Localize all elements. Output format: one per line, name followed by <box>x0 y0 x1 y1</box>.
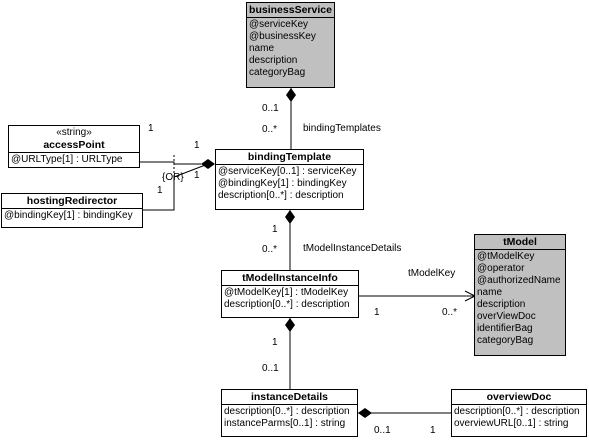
multiplicity-label: 1 <box>194 170 200 181</box>
attribute: description[0..*] : description <box>224 406 350 417</box>
attribute: name <box>249 43 275 54</box>
attribute: description <box>249 55 298 66</box>
multiplicity-label: 1 <box>157 185 163 196</box>
class-attributes: @tModelKey @operator @authorizedName nam… <box>475 250 565 348</box>
multiplicity-label: 0..* <box>262 244 278 255</box>
multiplicity-label: 1 <box>272 337 278 348</box>
class-name: hostingRedirector <box>26 195 118 207</box>
attribute: overViewDoc <box>477 311 536 322</box>
class-attributes: description[0..*] : description instance… <box>222 405 357 431</box>
class-business-service[interactable]: businessService @serviceKey @businessKey… <box>246 2 335 88</box>
attribute: @bindingKey[1] : bindingKey <box>4 210 133 221</box>
attribute: description <box>477 299 526 310</box>
multiplicity-label: 1 <box>430 425 436 436</box>
attribute: description[0..*] : description <box>218 190 344 201</box>
class-header: tModel <box>475 235 565 250</box>
class-stereotype: «string» <box>56 127 92 138</box>
class-access-point[interactable]: «string» accessPoint @URLType[1] : URLTy… <box>8 125 140 168</box>
class-binding-template[interactable]: bindingTemplate @serviceKey[0..1] : serv… <box>215 149 364 210</box>
class-name: tModel <box>503 236 537 248</box>
multiplicity-label: 1 <box>148 123 154 134</box>
class-header: businessService <box>247 3 334 18</box>
multiplicity-label: 0..* <box>262 124 278 135</box>
attribute: name <box>477 287 503 298</box>
attribute: categoryBag <box>249 67 306 78</box>
class-overview-doc[interactable]: overviewDoc description[0..*] : descript… <box>451 389 587 437</box>
attribute: @operator <box>477 263 525 274</box>
attribute: @tModelKey[1] : tModelKey <box>224 287 349 298</box>
bs-composition-diamond <box>286 88 296 102</box>
class-name: overviewDoc <box>486 391 552 403</box>
class-attributes: @tModelKey[1] : tModelKey description[0.… <box>222 286 358 312</box>
bt-composition-diamond-bottom <box>285 210 295 224</box>
role-label: bindingTemplates <box>303 123 381 134</box>
class-name: instanceDetails <box>250 391 329 403</box>
attribute: instanceParms[0..1] : string <box>224 418 346 429</box>
multiplicity-label: 1 <box>374 307 380 318</box>
bt-composition-diamond-left <box>201 159 215 169</box>
class-instance-details[interactable]: instanceDetails description[0..*] : desc… <box>221 389 358 437</box>
class-hosting-redirector[interactable]: hostingRedirector @bindingKey[1] : bindi… <box>1 193 143 228</box>
attribute: description[0..*] : description <box>224 299 350 310</box>
class-header: instanceDetails <box>222 390 357 405</box>
class-name: businessService <box>249 4 332 16</box>
attribute: @URLType[1] : URLType <box>11 154 123 165</box>
attribute: overviewURL[0..1] : string <box>454 418 569 429</box>
class-attributes: description[0..*] : description overview… <box>452 405 586 431</box>
role-label: tModelInstanceDetails <box>303 243 402 254</box>
multiplicity-label: 1 <box>194 140 200 151</box>
class-tmodel-instance-info[interactable]: tModelInstanceInfo @tModelKey[1] : tMode… <box>221 270 359 318</box>
class-header: overviewDoc <box>452 390 586 405</box>
attribute: identifierBag <box>477 323 533 334</box>
class-header: tModelInstanceInfo <box>222 271 358 286</box>
multiplicity-label: 0..1 <box>262 103 279 114</box>
multiplicity-label: 0..1 <box>262 363 279 374</box>
constraint-label: {OR} <box>162 172 184 183</box>
attribute: @serviceKey <box>249 19 309 30</box>
attribute: @bindingKey[1] : bindingKey <box>218 178 347 189</box>
class-header: hostingRedirector <box>2 194 142 209</box>
multiplicity-label: 0..1 <box>374 425 391 436</box>
attribute: @serviceKey[0..1] : serviceKey <box>218 166 357 177</box>
attribute: @tModelKey <box>477 251 535 262</box>
role-label: tModelKey <box>408 268 456 279</box>
multiplicity-label: 0..* <box>442 307 458 318</box>
class-name: accessPoint <box>43 139 105 151</box>
attribute: description[0..*] : description <box>454 406 580 417</box>
attribute: categoryBag <box>477 335 534 346</box>
class-header: bindingTemplate <box>216 150 363 165</box>
class-header: «string» accessPoint <box>9 126 139 153</box>
class-name: bindingTemplate <box>247 151 332 163</box>
attribute: @businessKey <box>249 31 316 42</box>
class-attributes: @serviceKey[0..1] : serviceKey @bindingK… <box>216 165 363 203</box>
class-attributes: @URLType[1] : URLType <box>9 153 139 167</box>
tii-composition-diamond <box>285 318 295 332</box>
class-name: tModelInstanceInfo <box>242 272 338 284</box>
class-tmodel[interactable]: tModel @tModelKey @operator @authorizedN… <box>474 234 566 356</box>
class-attributes: @serviceKey @businessKey name descriptio… <box>247 18 334 80</box>
ap-bt-association <box>140 161 201 165</box>
multiplicity-label: 1 <box>272 224 278 235</box>
attribute: @authorizedName <box>477 275 561 286</box>
id-composition-diamond <box>358 408 372 418</box>
class-attributes: @bindingKey[1] : bindingKey <box>2 209 142 223</box>
